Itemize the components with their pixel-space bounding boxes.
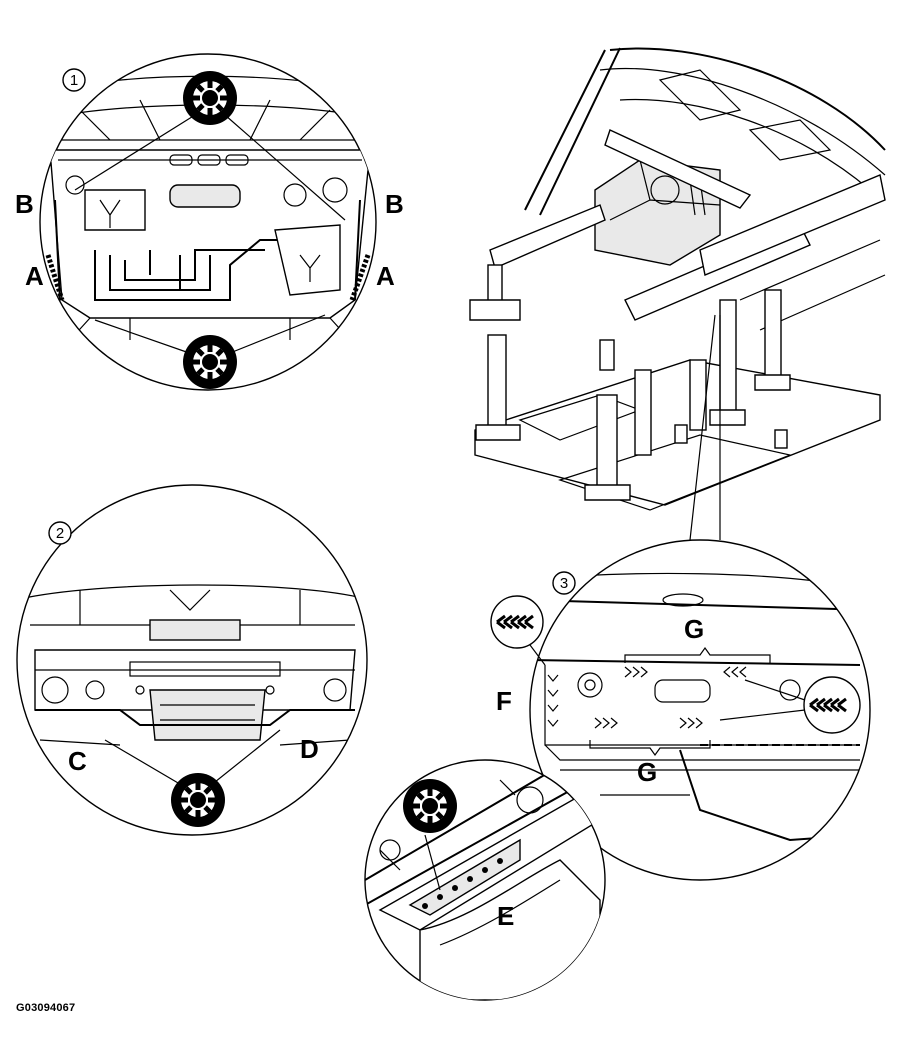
- cut-arrow-bubble-left: [490, 595, 544, 649]
- spot-weld-drill-icon: [183, 335, 237, 389]
- detail-2-leaders: [104, 729, 281, 791]
- detail-1-front-panel: 1 B B A A: [15, 53, 404, 391]
- detail-e-leader: [424, 834, 441, 891]
- step-2-number: 2: [56, 525, 64, 542]
- label-a-right: A: [376, 261, 395, 291]
- detail-3-cut-lines: 3 G F G: [490, 539, 871, 881]
- step-3-number: 3: [560, 575, 568, 592]
- label-c: C: [68, 746, 87, 776]
- label-g-bottom: G: [637, 757, 657, 787]
- spot-weld-drill-icon: [183, 71, 237, 125]
- label-b-left: B: [15, 189, 34, 219]
- label-g-top: G: [684, 614, 704, 644]
- label-b-right: B: [385, 189, 404, 219]
- label-a-left: A: [25, 261, 44, 291]
- detail-3-pointer: [689, 314, 721, 541]
- spot-weld-drill-icon: [171, 773, 225, 827]
- detail-e-weld-flange: E: [364, 759, 606, 1001]
- label-f: F: [496, 686, 512, 716]
- step-2-badge: [48, 521, 72, 545]
- detail-2-lower-panel: 2 C D: [16, 484, 368, 836]
- step-1-badge: [62, 68, 86, 92]
- figure-id: G03094067: [16, 1002, 76, 1014]
- label-e: E: [497, 901, 514, 931]
- detail-1-leaders: [74, 114, 346, 356]
- spot-weld-drill-icon: [403, 779, 457, 833]
- vehicle-front-structure-on-jig: [469, 47, 886, 511]
- label-d: D: [300, 734, 319, 764]
- step-3-badge: [552, 571, 576, 595]
- step-1-number: 1: [70, 72, 78, 89]
